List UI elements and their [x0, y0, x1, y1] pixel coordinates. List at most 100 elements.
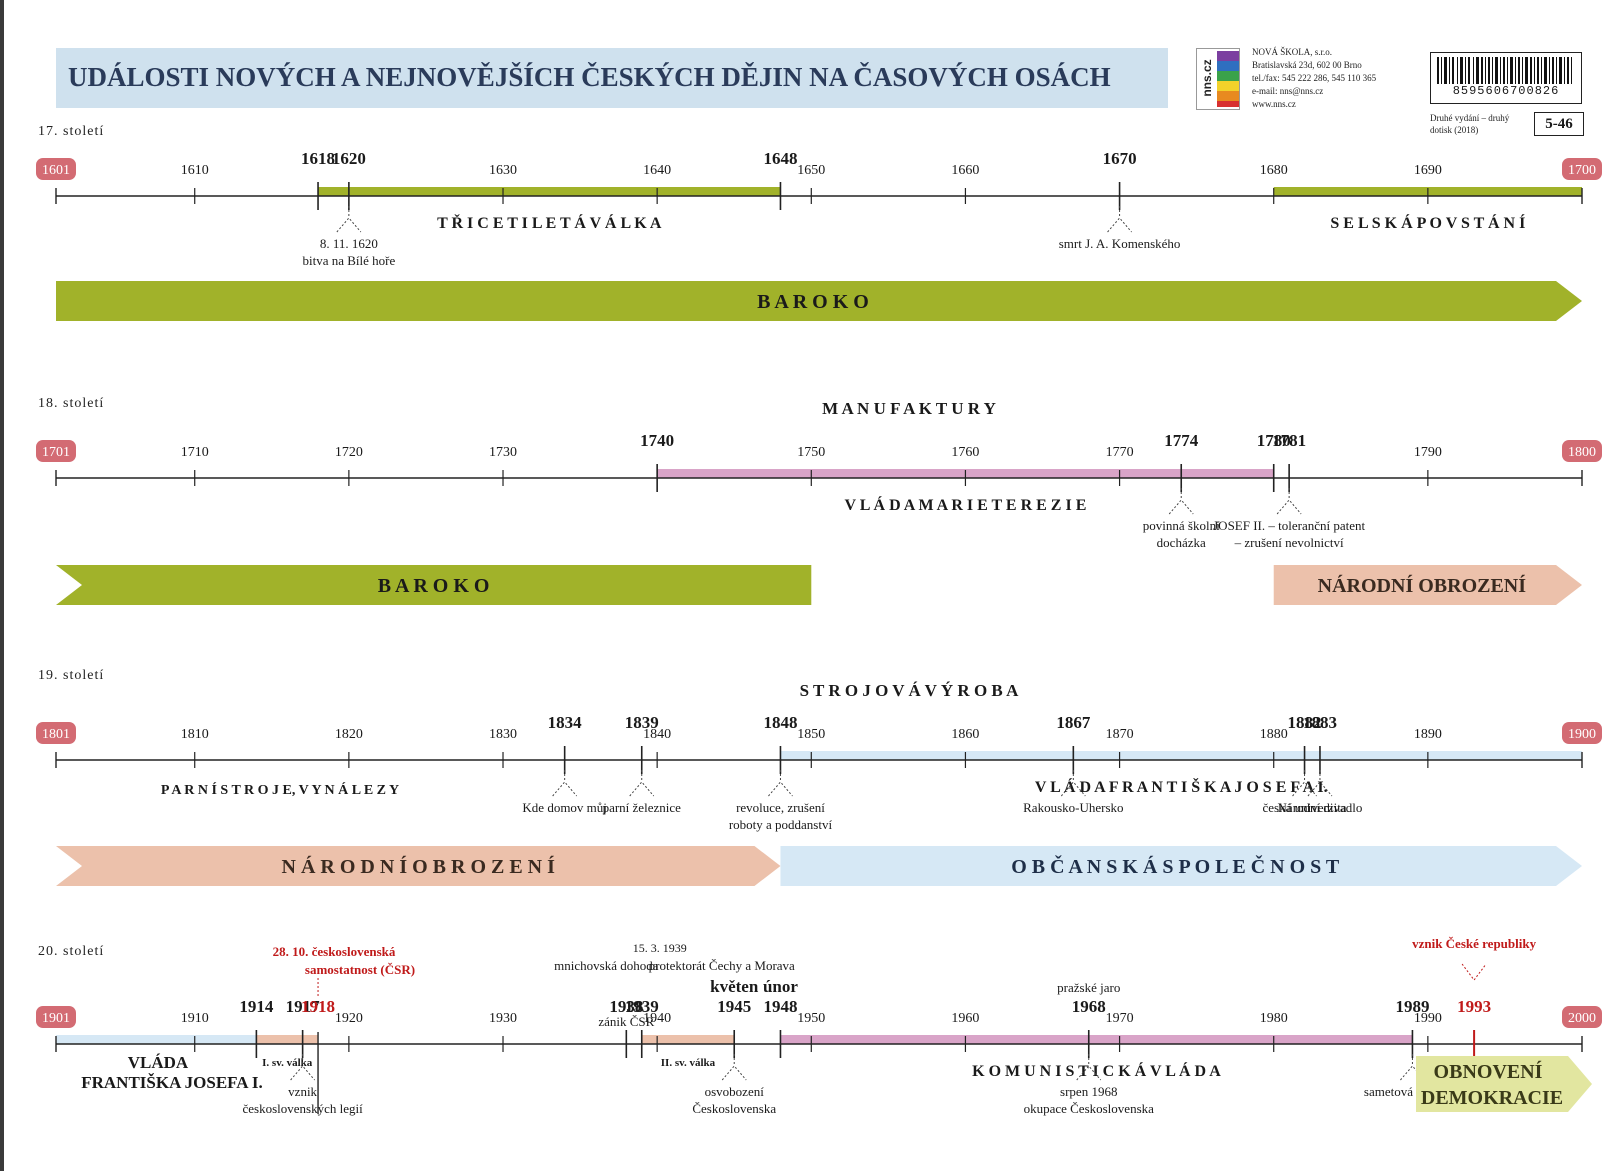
- year-badge: [36, 722, 76, 744]
- prague-spring-note: pražské jaro: [1057, 980, 1120, 995]
- decade-label: 1860: [951, 727, 979, 742]
- title-banner: [56, 48, 1168, 108]
- year-badge-label: 1901: [42, 1011, 70, 1026]
- event-caption: vznik: [288, 1084, 317, 1099]
- decade-label: 1920: [335, 1011, 363, 1026]
- event-caption: JOSEF II. – toleranční patent: [1213, 518, 1365, 533]
- zanik-note: zánik ČSR: [598, 1014, 654, 1029]
- event-caption: povinná školní: [1143, 518, 1220, 533]
- event-leader: [1307, 770, 1333, 797]
- century-label: 17. století: [38, 124, 105, 139]
- era-band: [1273, 565, 1582, 605]
- publisher-name: NOVÁ ŠKOLA, s.r.o.: [1252, 47, 1333, 57]
- year-badge-label: 1601: [42, 163, 70, 178]
- logo-stripe: [1217, 61, 1239, 71]
- decade-label: 1630: [489, 163, 517, 178]
- event-year: 1948: [763, 997, 797, 1016]
- decade-label: 1760: [951, 445, 979, 460]
- fj-block-label: FRANTIŠKA JOSEFA I.: [81, 1073, 263, 1092]
- munich-note: mnichovská dohoda: [554, 958, 659, 973]
- event-year: 1848: [763, 713, 797, 732]
- event-caption: srpen 1968: [1060, 1084, 1117, 1099]
- event-leader: [1400, 1054, 1425, 1081]
- decade-label: 1730: [489, 445, 517, 460]
- era-span-label: K O M U N I S T I C K Á V L Á D A: [972, 1061, 1221, 1080]
- event-leader: [1276, 488, 1302, 515]
- democracy-label: OBNOVENÍ: [1434, 1060, 1543, 1083]
- event-caption: – zrušení nevolnictví: [1234, 535, 1344, 550]
- event-year: 1867: [1056, 713, 1091, 732]
- event-caption: Československa: [692, 1101, 776, 1116]
- decade-label: 1640: [643, 163, 671, 178]
- decade-label: 1770: [1106, 445, 1134, 460]
- event-year: 1740: [640, 431, 674, 450]
- event-caption: česká univerzita: [1262, 800, 1346, 815]
- event-year: 1883: [1303, 713, 1337, 732]
- era-band-label: NÁRODNÍ OBROZENÍ: [1318, 574, 1527, 597]
- barcode-bars: [1437, 57, 1572, 87]
- event-caption: Národní divadlo: [1278, 800, 1363, 815]
- decade-label: 1750: [797, 445, 825, 460]
- event-year: 1780: [1257, 431, 1291, 450]
- century-label: 20. století: [38, 944, 105, 959]
- window-edge: [0, 0, 4, 1171]
- decade-label: 1660: [951, 163, 979, 178]
- era-span: [256, 1035, 319, 1044]
- decade-label: 1940: [643, 1011, 671, 1026]
- year-badge-label: 1801: [42, 727, 70, 742]
- era-label-above: S T R O J O V Á V Ý R O B A: [800, 681, 1019, 700]
- event-leader: [629, 770, 655, 797]
- era-band-label: B A R O K O: [378, 575, 490, 597]
- decade-label: 1930: [489, 1011, 517, 1026]
- decade-label: 1850: [797, 727, 825, 742]
- era-span: [780, 751, 1582, 760]
- era-span: [56, 1035, 288, 1044]
- decade-label: 1880: [1260, 727, 1288, 742]
- csr-note: samostatnost (ČSR): [305, 962, 415, 977]
- cr-note: vznik České republiky: [1412, 936, 1537, 951]
- decade-label: 1990: [1414, 1011, 1442, 1026]
- barcode-number: 8595606700826: [1432, 84, 1580, 98]
- event-year: 1670: [1103, 149, 1137, 168]
- event-caption: osvobození: [705, 1084, 765, 1099]
- decade-label: 1810: [181, 727, 209, 742]
- event-year: 1917: [286, 997, 321, 1016]
- protectorate-note: 15. 3. 1939: [633, 941, 687, 955]
- era-span-label: V L Á D A M A R I E T E R E Z I E: [845, 495, 1087, 514]
- decade-label: 1950: [797, 1011, 825, 1026]
- fj-block-label: VLÁDA: [128, 1053, 189, 1072]
- event-caption: smrt J. A. Komenského: [1059, 236, 1181, 251]
- decade-label: 1910: [181, 1011, 209, 1026]
- event-leader: [768, 770, 793, 797]
- event-caption: roboty a poddanství: [729, 817, 833, 832]
- event-year: 1839: [625, 713, 659, 732]
- event-year: 1882: [1288, 713, 1322, 732]
- event-caption: revoluce, zrušení: [736, 800, 825, 815]
- logo-stripe: [1217, 101, 1239, 107]
- year-badge: [36, 158, 76, 180]
- publisher-email: e-mail: nns@nns.cz: [1252, 86, 1324, 96]
- logo-stripe: [1217, 81, 1239, 91]
- era-band: [56, 281, 1582, 321]
- decade-label: 1840: [643, 727, 671, 742]
- event-year: 1648: [763, 149, 797, 168]
- year-badge-label: 1900: [1568, 727, 1596, 742]
- event-leader: [1107, 206, 1132, 233]
- protectorate-note: protektorát Čechy a Morava: [649, 958, 795, 973]
- war-label: II. sv. válka: [661, 1057, 716, 1069]
- logo-stripe: [1217, 51, 1239, 61]
- era-span-label: T Ř I C E T I L E T Á V Á L K A: [437, 213, 662, 232]
- decade-label: 1960: [951, 1011, 979, 1026]
- kveten-label: květen: [710, 977, 759, 996]
- era-span-label: V L Á D A F R A N T I Š K A J O S E F A …: [1035, 777, 1328, 796]
- edition-note: Druhé vydání – druhý dotisk (2018): [1430, 113, 1510, 135]
- era-band: [1416, 1056, 1592, 1112]
- era-band: [780, 846, 1582, 886]
- product-code: 5-46: [1534, 112, 1584, 136]
- event-leader: [1292, 770, 1317, 797]
- year-badge: [36, 1006, 76, 1028]
- decade-label: 1890: [1414, 727, 1442, 742]
- event-year: 1968: [1072, 997, 1106, 1016]
- event-caption: okupace Československa: [1024, 1101, 1155, 1116]
- event-year: 1774: [1164, 431, 1199, 450]
